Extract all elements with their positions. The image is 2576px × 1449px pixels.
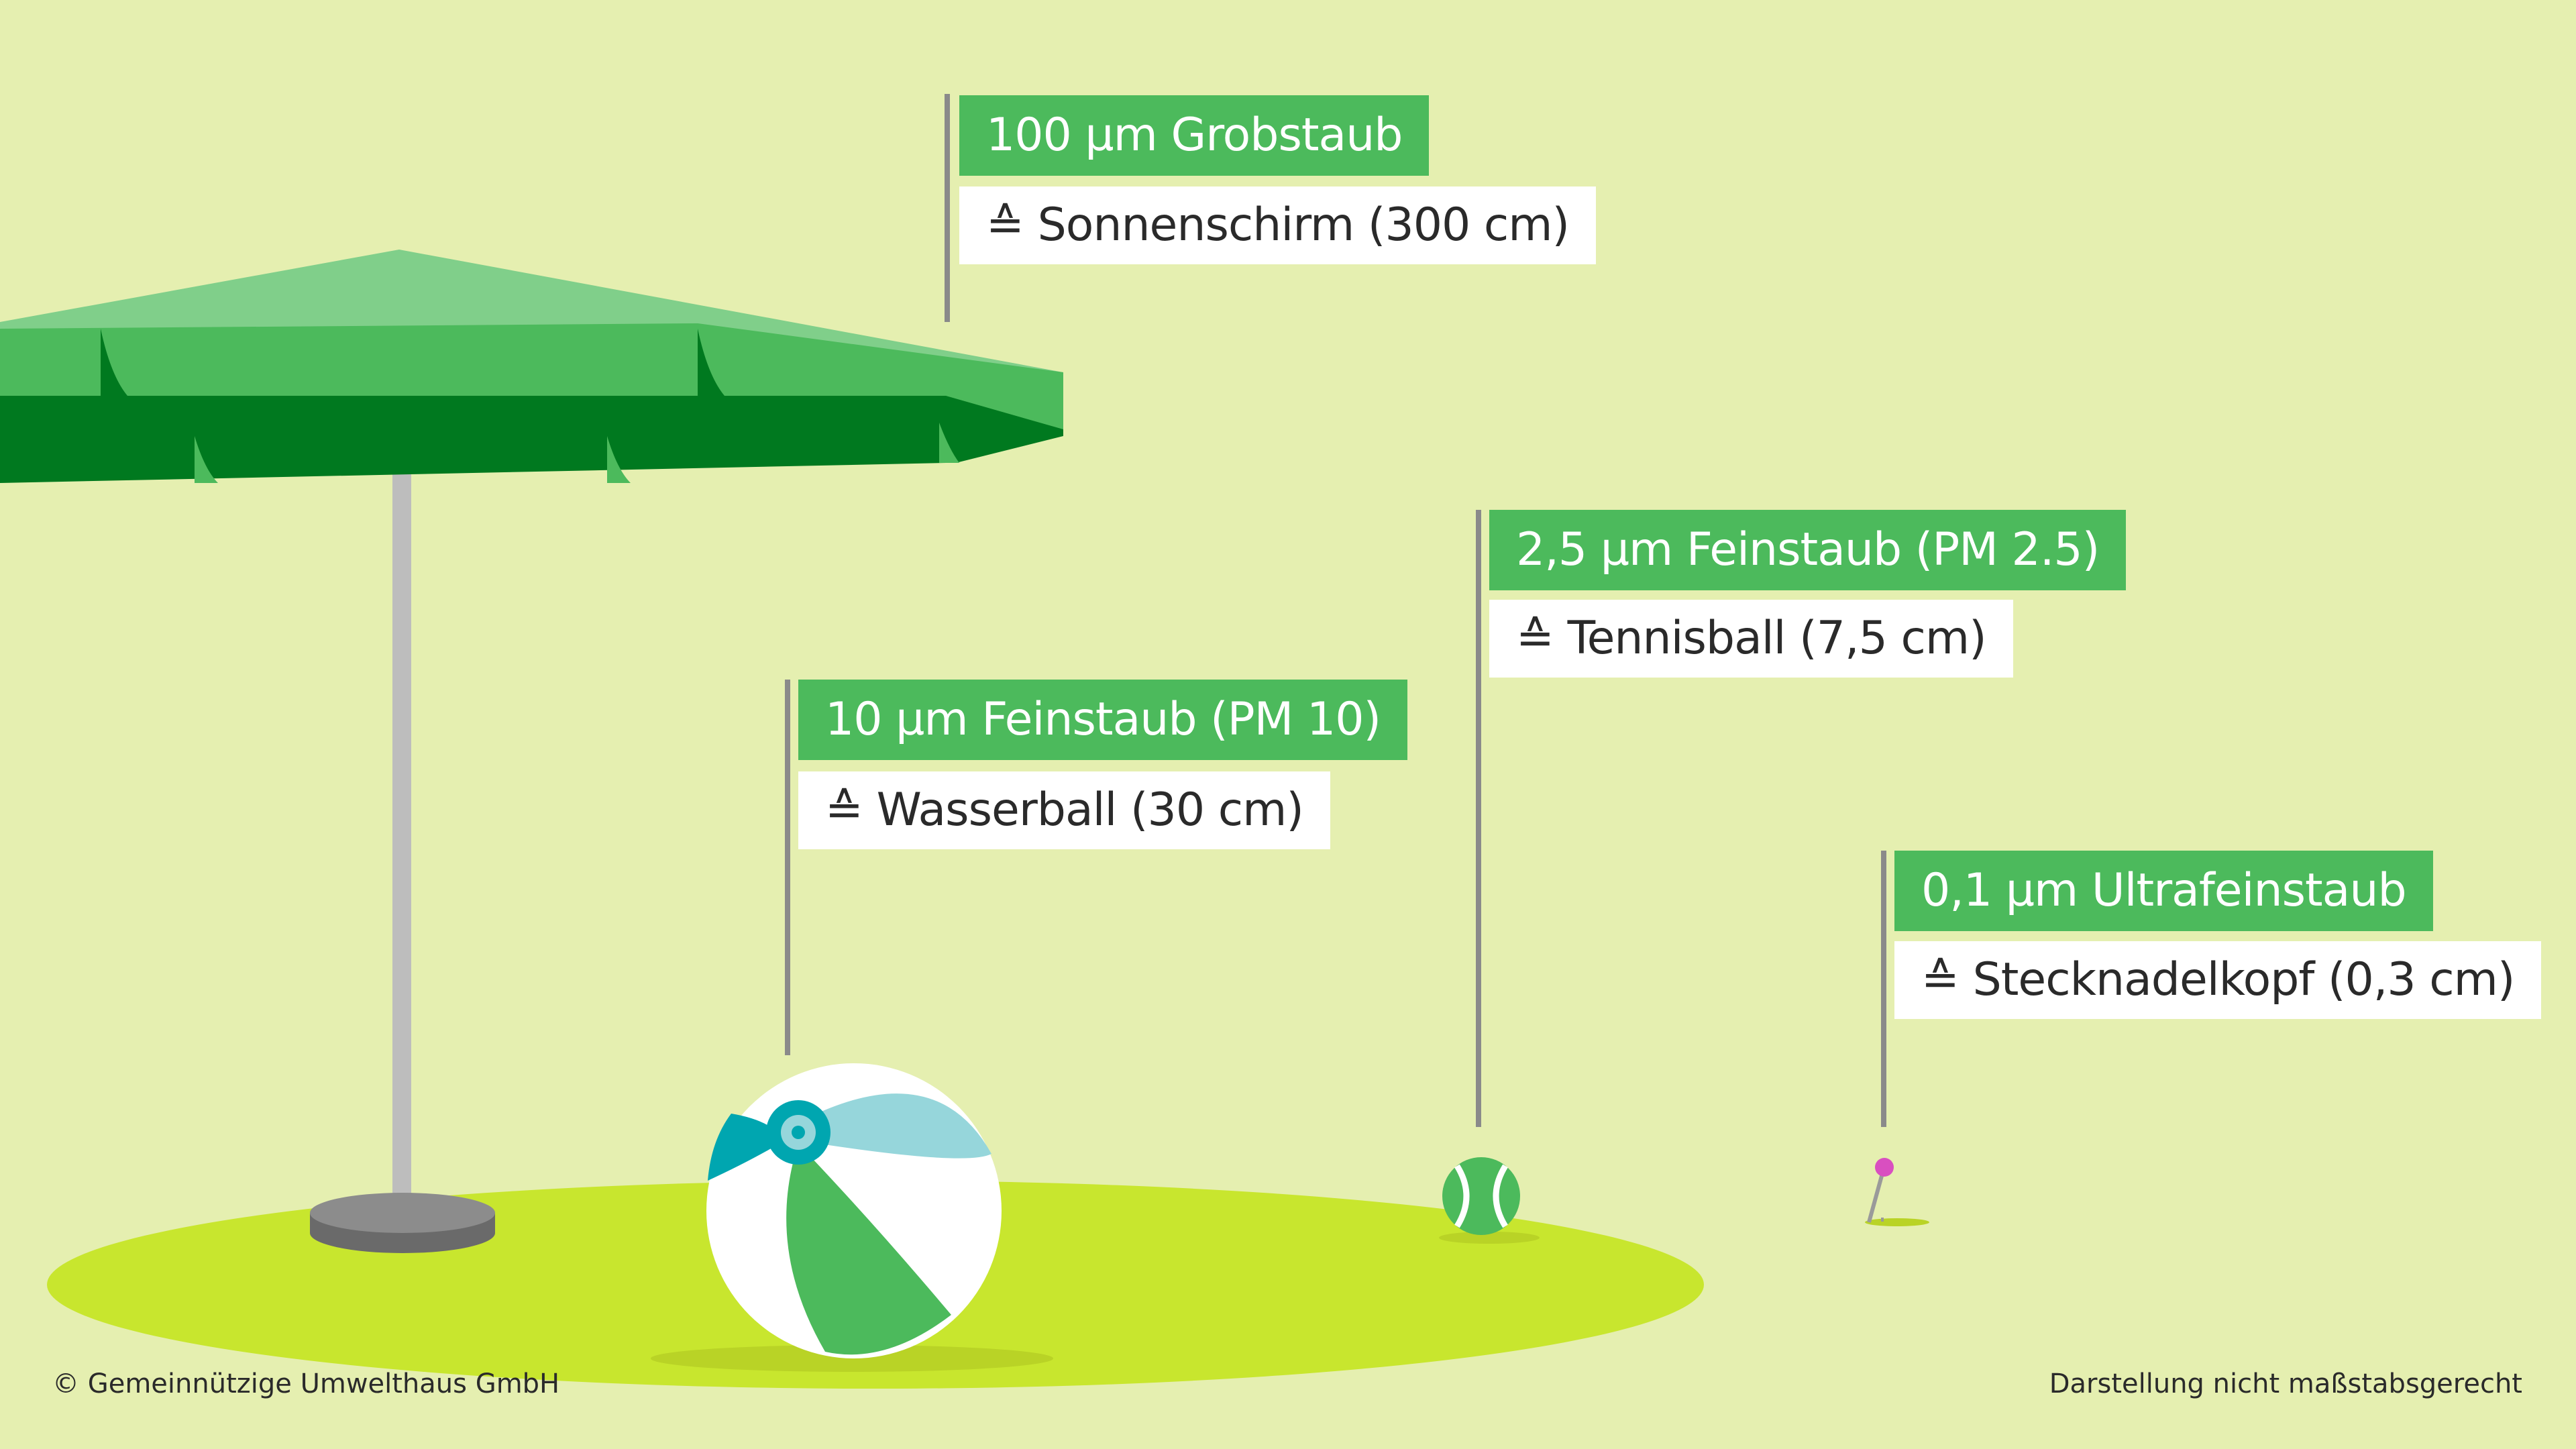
label-comparison-pm10: ≙ Wasserball (30 cm) xyxy=(798,771,1330,849)
label-title-coarse: 100 µm Grobstaub xyxy=(959,95,1430,176)
label-title-ultrafine: 0,1 µm Ultrafeinstaub xyxy=(1894,851,2433,931)
label-pole-pm10 xyxy=(785,680,790,1055)
scale-disclaimer: Darstellung nicht maßstabsgerecht xyxy=(2049,1368,2522,1399)
beach-ball-icon xyxy=(651,1063,1053,1372)
copyright-notice: © Gemeinnützige Umwelthaus GmbH xyxy=(52,1368,560,1399)
umbrella-icon xyxy=(0,250,1063,1253)
label-comparison-pm25: ≙ Tennisball (7,5 cm) xyxy=(1489,600,2013,678)
label-title-pm10: 10 µm Feinstaub (PM 10) xyxy=(798,680,1407,760)
label-title-pm25: 2,5 µm Feinstaub (PM 2.5) xyxy=(1489,510,2127,590)
pin-icon xyxy=(1865,1158,1929,1226)
label-comparison-ultrafine: ≙ Stecknadelkopf (0,3 cm) xyxy=(1894,941,2542,1019)
tennis-ball-icon xyxy=(1439,1157,1540,1244)
label-pole-pm25 xyxy=(1476,510,1481,1127)
label-comparison-coarse: ≙ Sonnenschirm (300 cm) xyxy=(959,186,1597,264)
label-pole-coarse xyxy=(945,94,950,322)
label-pole-ultrafine xyxy=(1881,851,1886,1127)
